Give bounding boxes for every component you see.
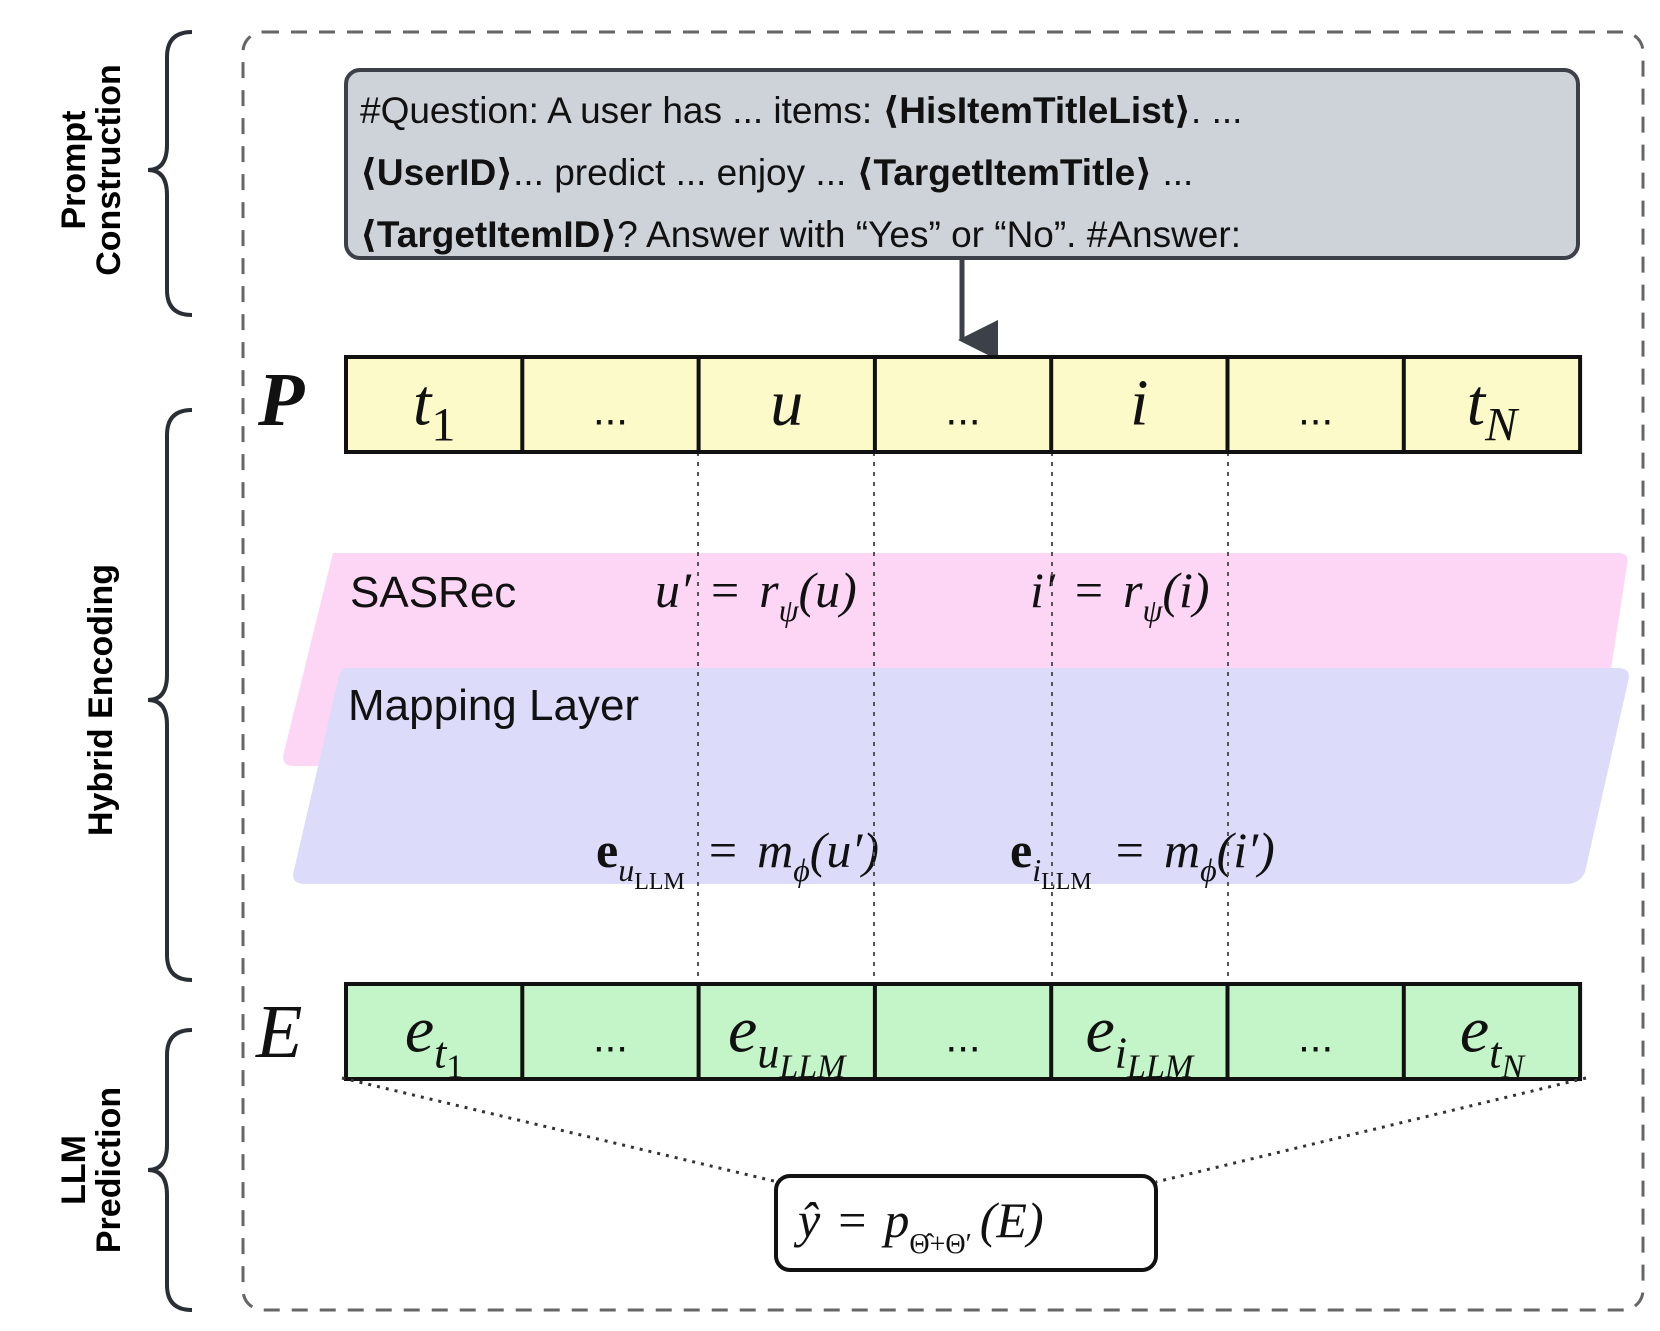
placeholder-target-item-id: ⟨TargetItemID⟩ <box>360 214 617 255</box>
embedding-row-E: et1... euLLM... eiLLM... etN <box>344 982 1583 1086</box>
section-label-prompt-line2: Construction <box>90 64 128 276</box>
token-row-P: t1... u... i... tN <box>344 355 1583 454</box>
row-label-P: P <box>257 358 305 442</box>
E-token-cell-7: etN <box>1460 994 1527 1086</box>
P-token-cell-7: tN <box>1467 367 1520 452</box>
E-token-cell-5: eiLLM <box>1086 994 1195 1086</box>
P-token-cell-4: ... <box>946 387 981 434</box>
mapping-equation-u: euLLM=mϕ(u′) <box>596 822 879 895</box>
vertical-dotted-connectors <box>697 452 1229 984</box>
funnel-line-left <box>341 1076 779 1184</box>
E-token-cell-2: ... <box>593 1014 628 1061</box>
P-token-cell-5: i <box>1130 367 1148 440</box>
placeholder-user-id: ⟨UserID⟩ <box>360 152 513 193</box>
P-token-cell-3: u <box>770 367 803 440</box>
E-token-cell-6: ... <box>1298 1014 1333 1061</box>
E-token-cell-3: euLLM <box>728 994 847 1086</box>
mapping-layer-label: Mapping Layer <box>348 681 639 730</box>
section-label-hybrid-encoding: Hybrid Encoding <box>82 564 120 836</box>
sasrec-label: SASRec <box>350 568 516 617</box>
placeholder-target-item-title: ⟨TargetItemTitle⟩ <box>857 152 1153 193</box>
section-label-prompt-line1: Prompt <box>55 111 93 230</box>
brace-llm-prediction <box>147 1028 193 1312</box>
placeholder-his-item-title-list: ⟨HisItemTitleList⟩ <box>882 90 1191 131</box>
sasrec-equation-i: i′=rψ(i) <box>1030 562 1210 628</box>
P-token-cell-1: t1 <box>413 367 455 452</box>
section-label-llm-line1: LLM <box>55 1135 93 1205</box>
brace-prompt-construction <box>147 30 193 317</box>
prediction-box <box>774 1174 1158 1272</box>
P-row-frame <box>344 355 1583 454</box>
brace-hybrid-encoding <box>147 408 193 982</box>
E-row-frame <box>344 982 1583 1081</box>
prompt-line-1: #Question: A user has ... items: ⟨HisIte… <box>360 90 1242 131</box>
prompt-line-3: ⟨TargetItemID⟩? Answer with “Yes” or “No… <box>360 214 1241 255</box>
section-label-llm-line2: Prediction <box>90 1087 128 1253</box>
prediction-funnel <box>341 1076 1587 1184</box>
mapping-equation-i: eiLLM=mϕ(i′) <box>1010 822 1275 895</box>
prompt-box <box>344 68 1580 260</box>
sasrec-equation-u: u′=rψ(u) <box>655 562 857 628</box>
E-token-cell-4: ... <box>946 1014 981 1061</box>
row-label-E: E <box>255 990 302 1074</box>
outer-dashed-frame <box>241 30 1645 1312</box>
P-token-cell-6: ... <box>1298 387 1333 434</box>
E-token-cell-1: et1 <box>405 994 464 1086</box>
funnel-line-right <box>1155 1076 1587 1184</box>
P-token-cell-2: ... <box>593 387 628 434</box>
mapping-layer <box>293 668 1629 884</box>
prompt-line-2: ⟨UserID⟩... predict ... enjoy ... ⟨Targe… <box>360 152 1193 193</box>
prediction-equation: ŷ=pΘ̂+Θ′(E) <box>793 1192 1044 1260</box>
